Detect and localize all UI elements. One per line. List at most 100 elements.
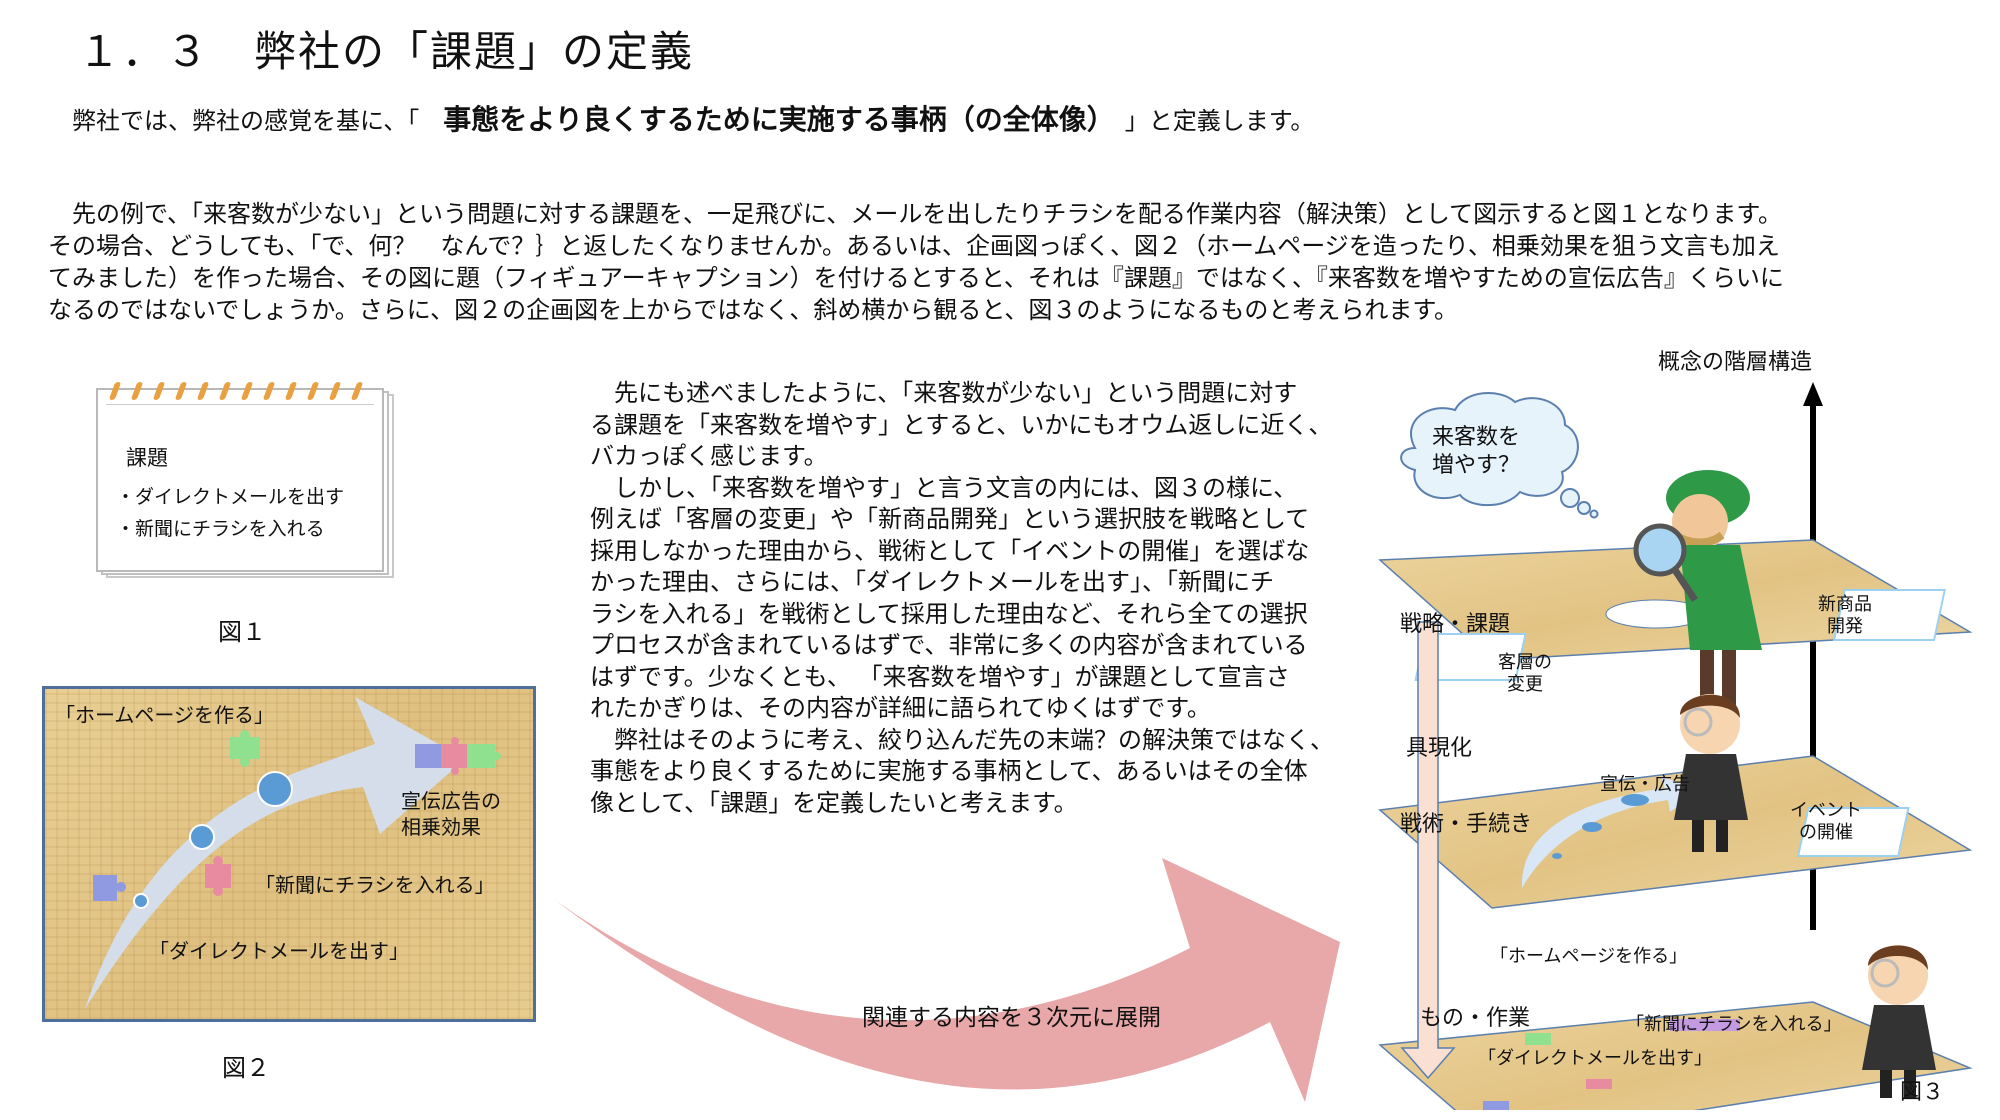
puzzle-piece-new-product bbox=[1832, 589, 1946, 641]
level-strategy-label: 戦略・課題 bbox=[1400, 612, 1511, 637]
body-line: しかし、「来客数を増やす」と言う文言の内には、図３の様に、 bbox=[590, 473, 1298, 502]
level-tactics-label: 戦術・手続き bbox=[1400, 812, 1533, 837]
figure-2-caption: 図２ bbox=[222, 1054, 270, 1082]
businessman-character-icon bbox=[1862, 945, 1936, 1098]
piece-line: 客層の bbox=[1498, 652, 1552, 673]
figure-1-caption: 図１ bbox=[218, 618, 266, 646]
body-line: る課題を「来客数を増やす」とすると、いかにもオウム返しに近く、 bbox=[590, 410, 1333, 439]
puzzle-piece-pink-icon bbox=[205, 856, 231, 896]
label-homepage: 「ホームページを作る」 bbox=[55, 703, 274, 727]
intro-line: 先の例で、「来客数が少ない」という問題に対する課題を、一足飛びに、メールを出した… bbox=[48, 200, 1782, 228]
label-synergy-line1: 宣伝広告の bbox=[401, 789, 501, 813]
piece-line: 開発 bbox=[1827, 616, 1863, 637]
notebook-ring-icon bbox=[174, 382, 188, 400]
notebook-ring-icon bbox=[240, 382, 254, 400]
notebook-rule bbox=[106, 404, 374, 405]
notebook-ring-icon bbox=[328, 382, 342, 400]
intro-paragraph: 先の例で、「来客数が少ない」という問題に対する課題を、一足飛びに、メールを出した… bbox=[48, 198, 1958, 326]
notebook-ring-icon bbox=[196, 382, 210, 400]
notebook-ring-icon bbox=[218, 382, 232, 400]
puzzle-piece-purple-icon bbox=[93, 875, 126, 901]
body-line: はずです。少なくとも、 「来客数を増やす」が課題として宣言さ bbox=[590, 662, 1290, 691]
label-direct-mail: 「ダイレクトメールを出す」 bbox=[149, 939, 409, 963]
progress-dot-medium bbox=[189, 824, 215, 850]
notebook-ring-icon bbox=[262, 382, 276, 400]
piece-new-product-label: 新商品 開発 bbox=[1818, 594, 1872, 638]
thought-bubble-text: 来客数を 増やす？ bbox=[1432, 424, 1520, 480]
progress-dot-small bbox=[133, 893, 149, 909]
tactics-dot bbox=[1621, 794, 1649, 806]
tactics-dot bbox=[1582, 822, 1602, 832]
piece-customer-label: 客層の 変更 bbox=[1498, 652, 1552, 696]
thought-bubble bbox=[1400, 391, 1579, 507]
piece-line: の開催 bbox=[1799, 822, 1853, 843]
detective-character-icon bbox=[1633, 470, 1762, 705]
piece-event-label: イベント の開催 bbox=[1790, 800, 1862, 844]
expand-arrow-shape bbox=[555, 858, 1340, 1102]
figure-1-item: ・新聞にチラシを入れる bbox=[116, 518, 325, 540]
thought-bubble-dot bbox=[1577, 501, 1591, 515]
page-title: １．３ 弊社の「課題」の定義 bbox=[78, 27, 695, 76]
body-line: 事態をより良くするために実施する事柄として、あるいはその全体 bbox=[590, 757, 1308, 785]
businessman-character-icon bbox=[1674, 694, 1748, 852]
notebook-ring-icon bbox=[284, 382, 298, 400]
notebook-ring-icon bbox=[130, 382, 144, 400]
puzzle-piece-pink-icon bbox=[1586, 1079, 1612, 1089]
body-line: 像として、「課題」を定義したいと考えます。 bbox=[590, 788, 1078, 817]
body-paragraph: 先にも述べましたように、「来客数が少ない」という問題に対する課題を「来客数を増や… bbox=[590, 378, 1360, 819]
body-line: プロセスが含まれているはずで、非常に多くの内容が含まれている bbox=[590, 631, 1308, 659]
notebook-front-page: 課題 ・ダイレクトメールを出す ・新聞にチラシを入れる bbox=[96, 382, 384, 572]
puzzle-cluster-icon bbox=[1670, 1019, 1740, 1031]
figure-1-heading: 課題 bbox=[126, 446, 168, 470]
level-things-label: もの・作業 bbox=[1420, 1006, 1531, 1031]
expand-arrow bbox=[555, 858, 1340, 1102]
puzzle-piece-green-icon bbox=[230, 730, 260, 767]
puzzle-piece-event bbox=[1796, 807, 1910, 857]
notebook-ring-icon bbox=[152, 382, 166, 400]
definition-emphasis: 事態をより良くするために実施する事柄（の全体像） bbox=[443, 103, 1101, 136]
path-label-advertising: 宣伝・広告 bbox=[1600, 774, 1690, 795]
intro-line: なるのではないでしょうか。さらに、図２の企画図を上からではなく、斜め横から観ると… bbox=[48, 296, 1458, 324]
body-line: 例えば「客層の変更」や「新商品開発」という選択肢を戦略として bbox=[590, 505, 1310, 533]
label-homepage: 「ホームページを作る」 bbox=[1490, 946, 1688, 967]
body-line: かった理由、さらには、「ダイレクトメールを出す」、「新聞にチ bbox=[590, 568, 1274, 596]
realization-arrow bbox=[1400, 621, 1456, 1080]
label-synergy-line2: 相乗効果 bbox=[401, 815, 481, 839]
body-line: 採用しなかった理由から、戦術として「イベントの開催」を選ばな bbox=[590, 536, 1310, 565]
thought-bubble-line2: 増やす？ bbox=[1432, 453, 1521, 478]
puzzle-piece-purple-icon bbox=[1483, 1101, 1509, 1110]
label-flyer: 「新聞にチラシを入れる」 bbox=[255, 873, 495, 897]
figure-2-graphics bbox=[85, 697, 501, 1009]
figure-3-hierarchy: 概念の階層構造 来客数を 増やす？ 戦略・課題 客層の 変更 新商品 開発 具現… bbox=[1370, 330, 2000, 1110]
body-line: ラシを入れる」を戦術として採用した理由など、それら全ての選択 bbox=[590, 599, 1308, 628]
puzzle-cluster-icon bbox=[415, 737, 501, 775]
piece-line: 新商品 bbox=[1818, 594, 1872, 615]
hierarchy-axis-label: 概念の階層構造 bbox=[1658, 350, 1813, 375]
progress-dot-large bbox=[257, 771, 293, 807]
body-line: 弊社はそのように考え、絞り込んだ先の末端？の解決策ではなく、 bbox=[590, 725, 1334, 754]
notebook-ring-icon bbox=[350, 382, 364, 400]
tactics-dot bbox=[1552, 853, 1562, 859]
figure-1-item: ・ダイレクトメールを出す bbox=[116, 486, 345, 508]
definition-prefix: 弊社では、弊社の感覚を基に、「 bbox=[72, 107, 444, 135]
growth-arrow bbox=[85, 697, 465, 1009]
definition-line: 弊社では、弊社の感覚を基に、「 事態をより良くするために実施する事柄（の全体像）… bbox=[72, 98, 1314, 138]
body-line: バカっぽく感じます。 bbox=[590, 442, 828, 470]
definition-suffix: 」と定義します。 bbox=[1100, 107, 1315, 135]
hierarchy-axis-arrowhead-icon bbox=[1803, 382, 1823, 406]
figure-2-plan-board: 「ホームページを作る」 宣伝広告の 相乗効果 「新聞にチラシを入れる」 「ダイレ… bbox=[42, 686, 536, 1022]
figure-1-notebook: 課題 ・ダイレクトメールを出す ・新聞にチラシを入れる bbox=[96, 382, 394, 578]
realization-arrow-label: 具現化 bbox=[1406, 736, 1473, 761]
puzzle-piece-green-icon bbox=[1525, 1033, 1551, 1045]
body-line: れたかぎりは、その内容が詳細に語られてゆくはずです。 bbox=[590, 694, 1211, 722]
piece-line: 変更 bbox=[1507, 674, 1543, 695]
piece-line: イベント bbox=[1790, 800, 1862, 821]
intro-line: てみました）を作った場合、その図に題（フィギュアーキャプション）を付けるとすると… bbox=[48, 264, 1784, 292]
label-direct-mail: 「ダイレクトメールを出す」 bbox=[1478, 1048, 1712, 1069]
figure-3-caption: 図３ bbox=[1900, 1080, 1945, 1105]
figure-3-graphics bbox=[1378, 382, 1973, 1110]
notebook-ring-icon bbox=[306, 382, 320, 400]
thought-bubble-line1: 来客数を bbox=[1432, 425, 1521, 450]
label-flyer: 「新聞にチラシを入れる」 bbox=[1626, 1014, 1842, 1035]
thought-bubble-dot bbox=[1589, 509, 1599, 519]
